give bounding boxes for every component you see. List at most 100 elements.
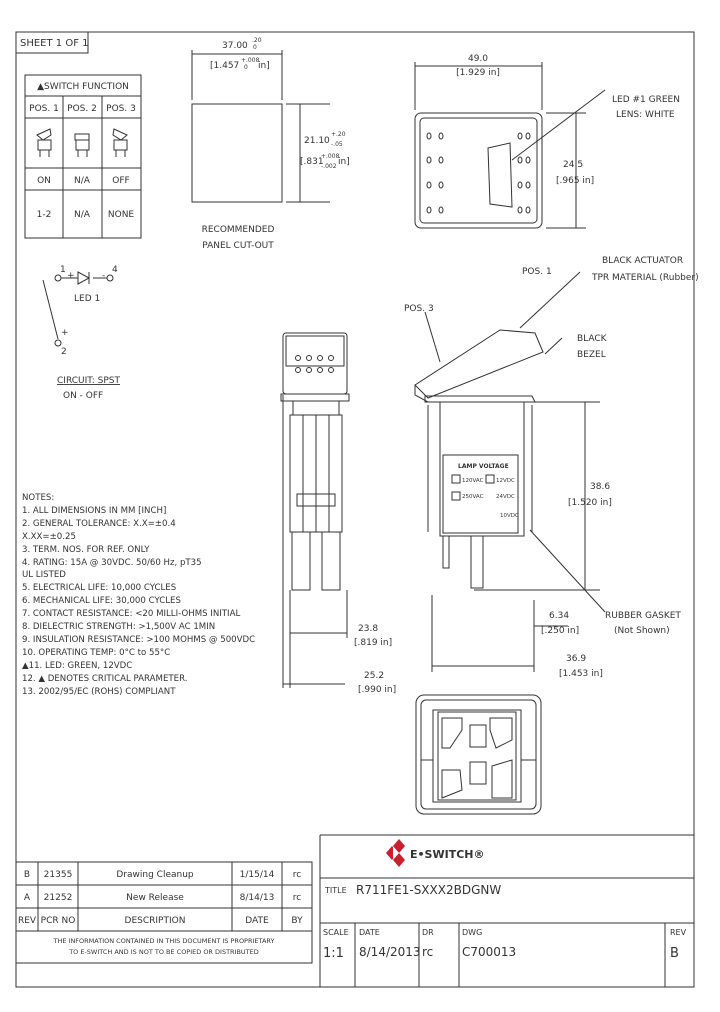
circuit-schematic — [42, 271, 114, 347]
dwg-value: C700013 — [462, 945, 516, 959]
note-line: 12. ▲ DENOTES CRITICAL PARAMETER. — [22, 673, 188, 684]
term-4-sign: - — [102, 271, 105, 281]
rev-header-rev: REV — [18, 916, 37, 926]
gasket-dim: 6.34 — [549, 611, 569, 621]
front-overall: 25.2 — [364, 671, 384, 681]
switch-front-view — [280, 332, 350, 688]
lamp-12vdc: 12VDC — [496, 478, 515, 484]
cutout-width: 37.00 — [222, 41, 248, 51]
note-line: 4. RATING: 15A @ 30VDC. 50/60 Hz, pT35 — [22, 557, 202, 568]
dr-label: DR — [422, 928, 434, 937]
pos-1-state: ON — [37, 176, 51, 186]
led-label-1: LED #1 GREEN — [612, 95, 680, 105]
panel-cutout-drawing — [191, 50, 330, 203]
logo-text: E•SWITCH® — [410, 848, 484, 861]
top-view-holes — [426, 132, 531, 214]
sheet-label-box — [15, 31, 89, 54]
cutout-height-in-tol-minus: -.002 — [321, 163, 337, 170]
drawing-title: R711FE1-SXXX2BDGNW — [356, 883, 501, 897]
bezel-label-2: BEZEL — [577, 350, 606, 360]
note-line: 5. ELECTRICAL LIFE: 10,000 CYCLES — [22, 583, 177, 594]
lamp-10vdc: 10VDC — [500, 513, 519, 519]
cutout-width-in-tol-plus: +.008 — [241, 57, 260, 64]
rev-b-desc: Drawing Cleanup — [116, 870, 194, 880]
rev-b-by: rc — [293, 870, 302, 880]
lamp-250vac: 250VAC — [462, 494, 484, 500]
note-line: 7. CONTACT RESISTANCE: <20 MILLI-OHMS IN… — [22, 609, 241, 620]
pos-3-state: OFF — [112, 176, 129, 186]
rev-b-rev: B — [24, 870, 30, 880]
top-width: 49.0 — [468, 54, 488, 64]
revision-table — [15, 861, 313, 964]
notes-list: NOTES: 1. ALL DIMENSIONS IN MM [INCH] 2.… — [22, 492, 255, 699]
note-line: 8. DIELECTRIC STRENGTH: >1,500V AC 1MIN — [22, 622, 216, 633]
pos-1-header: POS. 1 — [29, 104, 59, 114]
rev-a-pcr: 21252 — [44, 893, 73, 903]
actuator-label-2: TPR MATERIAL (Rubber) — [591, 273, 699, 283]
circuit-mode: ON - OFF — [63, 391, 103, 401]
side-height: 38.6 — [590, 482, 610, 492]
cutout-width-in-unit: in] — [258, 61, 270, 71]
rev-header-desc: DESCRIPTION — [125, 916, 186, 926]
cutout-width-tol-minus: 0 — [253, 44, 257, 51]
pos-3-header: POS. 3 — [106, 104, 136, 114]
pos-1-label: POS. 1 — [522, 267, 552, 277]
rev-b-date: 1/15/14 — [240, 870, 275, 880]
note-line: 6. MECHANICAL LIFE: 30,000 CYCLES — [22, 596, 181, 607]
actuator-label-1: BLACK ACTUATOR — [602, 256, 683, 266]
circuit-type: CIRCUIT: SPST — [57, 376, 121, 386]
cutout-height-in: [.831 — [300, 157, 324, 167]
side-height-in: [1.520 in] — [568, 498, 612, 508]
date-label: DATE — [359, 928, 380, 937]
switch-side-view — [414, 271, 606, 672]
switch-function-table — [24, 74, 142, 239]
proprietary-line-2: TO E-SWITCH AND IS NOT TO BE COPIED OR D… — [68, 948, 259, 956]
rev-header-pcr: PCR NO — [41, 916, 76, 926]
note-line: 2. GENERAL TOLERANCE: X.X=±0.4 — [22, 518, 176, 529]
rev-a-date: 8/14/13 — [240, 893, 275, 903]
note-line: 10. OPERATING TEMP: 0°C to 55°C — [22, 647, 171, 658]
cutout-width-tol-plus: .20 — [252, 37, 262, 44]
rev-header-date: DATE — [245, 916, 269, 926]
note-line: 1. ALL DIMENSIONS IN MM [INCH] — [22, 505, 167, 516]
title-label: TITLE — [324, 886, 347, 895]
led-schematic-label: LED 1 — [74, 294, 100, 304]
proprietary-line-1: THE INFORMATION CONTAINED IN THIS DOCUME… — [53, 937, 275, 945]
front-overall-in: [.990 in] — [358, 685, 396, 695]
cutout-height: 21.10 — [304, 136, 330, 146]
rev-a-by: rc — [293, 893, 302, 903]
term-4-label: 4 — [112, 265, 118, 275]
cutout-height-tol-plus: +.20 — [331, 131, 346, 138]
sheet-label: SHEET 1 OF 1 — [20, 38, 89, 49]
date-value: 8/14/2013 — [359, 945, 421, 959]
cutout-width-in: [1.457 — [210, 61, 239, 71]
term-1-label: 1 — [60, 265, 66, 275]
cutout-caption-1: RECOMMENDED — [202, 225, 275, 235]
pos-1-circuit: 1-2 — [37, 210, 52, 220]
dr-value: rc — [422, 945, 433, 959]
lamp-120vac: 120VAC — [462, 478, 484, 484]
gasket-label-2: (Not Shown) — [614, 626, 670, 636]
pos-2-circuit: N/A — [74, 210, 91, 220]
cutout-height-tol-minus: -.05 — [331, 141, 343, 148]
rocker-pos1-icon — [36, 128, 52, 157]
rev-header-by: BY — [291, 916, 303, 926]
pos-3-label: POS. 3 — [404, 304, 434, 314]
scale-value: 1:1 — [323, 946, 344, 961]
switch-bottom-view — [415, 694, 542, 815]
gasket-label-1: RUBBER GASKET — [605, 611, 681, 621]
switch-top-view — [414, 62, 606, 229]
switch-function-header: ▲SWITCH FUNCTION — [37, 82, 129, 92]
title-block — [319, 834, 694, 987]
top-height-in: [.965 in] — [556, 176, 594, 186]
notes-heading: NOTES: — [22, 493, 55, 503]
rev-label: REV — [670, 928, 687, 937]
side-depth: 36.9 — [566, 654, 586, 664]
front-view-led-holes — [295, 355, 334, 373]
front-width-in: [.819 in] — [354, 638, 392, 648]
note-line: 3. TERM. NOS. FOR REF. ONLY — [22, 544, 150, 555]
top-width-in: [1.929 in] — [456, 68, 500, 78]
side-depth-in: [1.453 in] — [559, 669, 603, 679]
lamp-24vdc: 24VDC — [496, 494, 515, 500]
